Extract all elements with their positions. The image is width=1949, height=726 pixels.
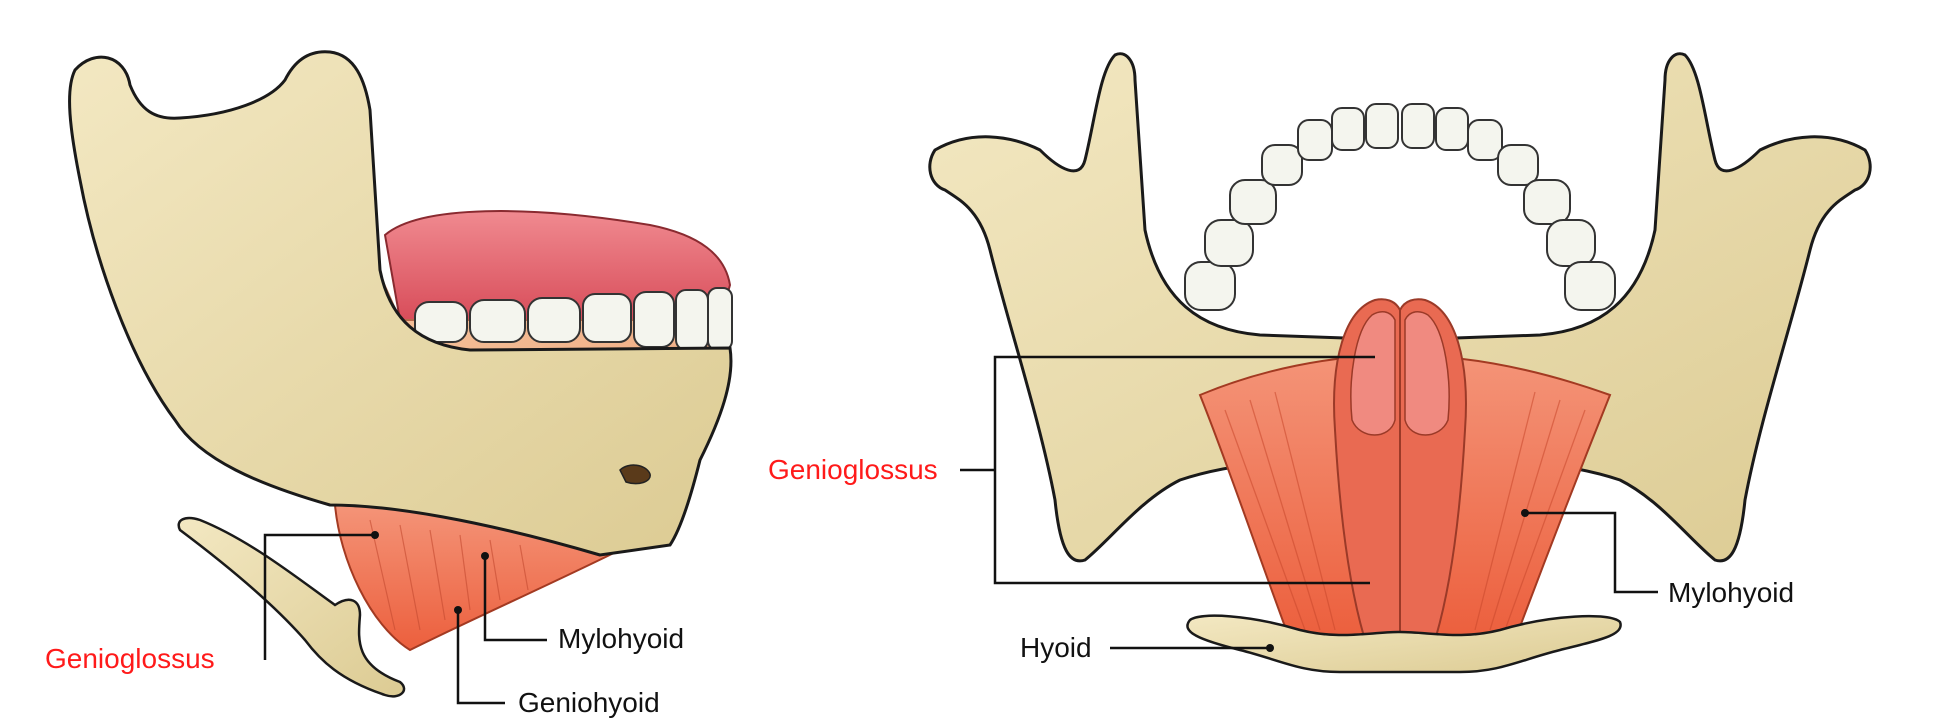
leader-genioglossus-left xyxy=(263,533,375,660)
muscle-fibres-left xyxy=(369,519,529,631)
label-genioglossus-left: Genioglossus xyxy=(45,643,215,674)
label-genioglossus-right: Genioglossus xyxy=(768,454,938,485)
leader-mylohyoid-right xyxy=(1525,511,1658,594)
label-hyoid: Hyoid xyxy=(1020,632,1092,663)
label-geniohyoid: Geniohyoid xyxy=(518,687,660,718)
mandible-lateral xyxy=(68,50,733,557)
leader-geniohyoid-left xyxy=(456,610,505,705)
hyoid-posterior xyxy=(1186,614,1622,674)
left-lateral-view xyxy=(68,50,733,698)
mandible-posterior xyxy=(928,52,1872,563)
mental-foramen xyxy=(619,464,651,485)
lower-teeth-left xyxy=(414,287,733,351)
right-posterior-view xyxy=(928,52,1872,674)
lower-teeth-arch xyxy=(1184,103,1616,311)
label-mylohyoid-right: Mylohyoid xyxy=(1668,577,1794,608)
leader-mylohyoid-left xyxy=(483,556,547,642)
leader-lines xyxy=(263,355,1658,705)
genioglossus-cut-left xyxy=(1350,310,1396,436)
hyoid-lateral xyxy=(177,516,406,698)
label-mylohyoid-left: Mylohyoid xyxy=(558,623,684,654)
genioglossus-cut-right xyxy=(1404,310,1450,436)
